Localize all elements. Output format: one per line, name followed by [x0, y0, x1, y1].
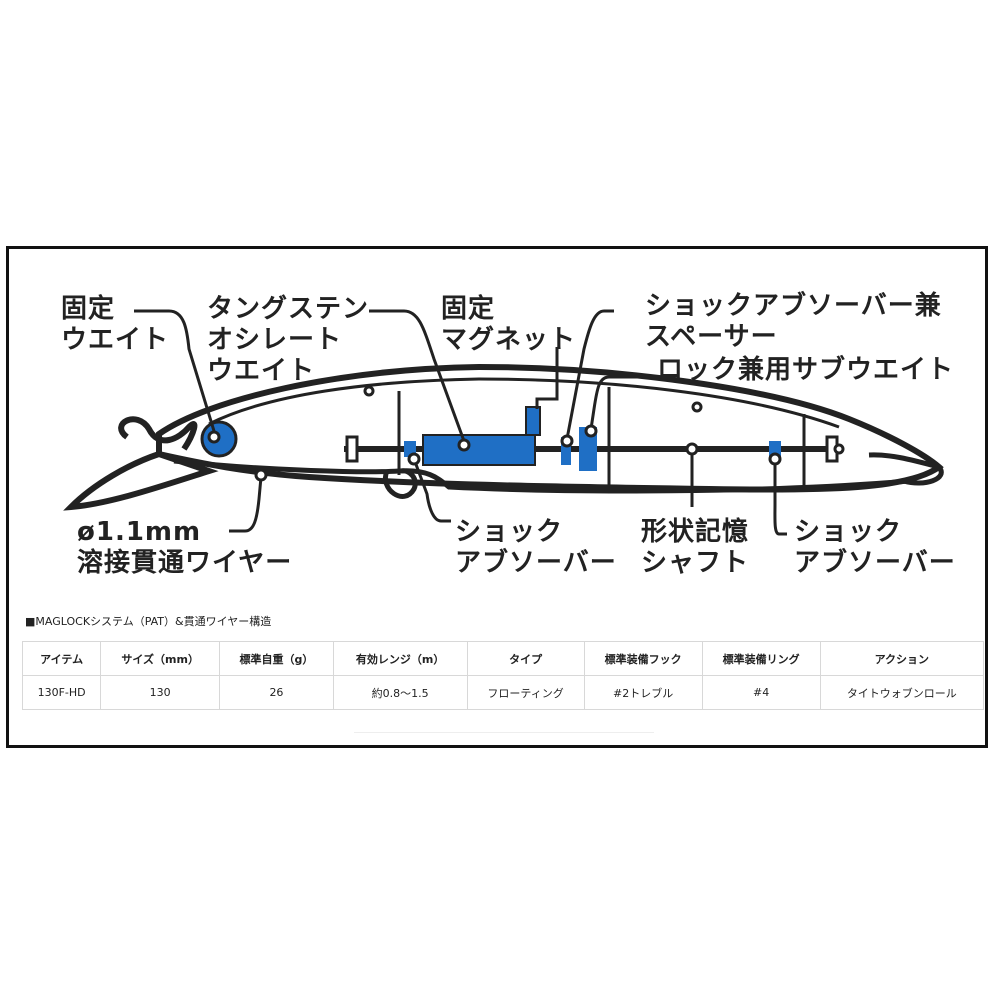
- fixed-magnet-part: [525, 406, 541, 436]
- cell-hook: #2トレブル: [583, 675, 703, 710]
- label-shock-absorber-2: ショック アブソーバー: [794, 517, 956, 578]
- cell-weight: 26: [219, 675, 334, 710]
- label-wire: ø1.1mm 溶接貫通ワイヤー: [77, 517, 293, 578]
- label-memory-shaft: 形状記憶 シャフト: [641, 517, 750, 578]
- leader-dots: [207, 385, 845, 482]
- cell-type: フローティング: [466, 675, 585, 710]
- tail-hanger: [868, 452, 944, 486]
- absorber-spacer-part: [561, 437, 571, 465]
- table-header-row: アイテム サイズ（mm） 標準自重（g） 有効レンジ（m） タイプ 標準装備フッ…: [21, 641, 985, 676]
- lure-structure-diagram: [63, 309, 944, 536]
- cell-size: 130: [100, 675, 221, 710]
- spec-table: アイテム サイズ（mm） 標準自重（g） 有効レンジ（m） タイプ 標準装備フッ…: [21, 641, 985, 710]
- label-shock-absorber-1: ショック アブソーバー: [455, 517, 617, 578]
- divider: [354, 732, 654, 733]
- label-fixed-magnet: 固定 マグネット: [441, 294, 577, 355]
- product-panel: 固定 ウエイト タングステン オシレート ウエイト 固定 マグネット ショックア…: [6, 246, 988, 748]
- line-tie: [118, 416, 198, 451]
- cell-action: タイトウォブンロール: [819, 675, 985, 710]
- cell-item: 130F-HD: [21, 675, 102, 710]
- lure-inner-line: [208, 377, 840, 429]
- table-row: 130F-HD 130 26 約0.8〜1.5 フローティング #2トレブル #…: [21, 675, 985, 710]
- leader-lines: [134, 309, 787, 536]
- header-action: アクション: [819, 641, 985, 676]
- header-type: タイプ: [466, 641, 585, 676]
- section-caption: ■MAGLOCKシステム（PAT）&貫通ワイヤー構造: [25, 615, 272, 628]
- header-size: サイズ（mm）: [100, 641, 221, 676]
- through-wire: [173, 458, 910, 494]
- label-tungsten-weight: タングステン オシレート ウエイト: [207, 294, 370, 386]
- header-hook: 標準装備フック: [583, 641, 703, 676]
- cell-range: 約0.8〜1.5: [332, 675, 468, 710]
- header-weight: 標準自重（g）: [219, 641, 334, 676]
- cell-ring: #4: [701, 675, 821, 710]
- lure-lip: [63, 450, 219, 511]
- shock-absorber-part-2: [769, 441, 781, 457]
- header-item: アイテム: [21, 641, 102, 676]
- lock-sub-weight-part: [579, 427, 597, 471]
- label-absorber-spacer: ショックアブソーバー兼 スペーサー: [645, 291, 942, 352]
- belly-hanger: [383, 468, 418, 499]
- header-range: 有効レンジ（m）: [332, 641, 468, 676]
- label-lock-sub-weight: ロック兼用サブウエイト: [657, 355, 955, 385]
- tungsten-weight-part: [422, 434, 536, 466]
- shaft-stopper-left: [345, 435, 359, 463]
- header-ring: 標準装備リング: [701, 641, 821, 676]
- label-fixed-weight: 固定 ウエイト: [61, 294, 170, 355]
